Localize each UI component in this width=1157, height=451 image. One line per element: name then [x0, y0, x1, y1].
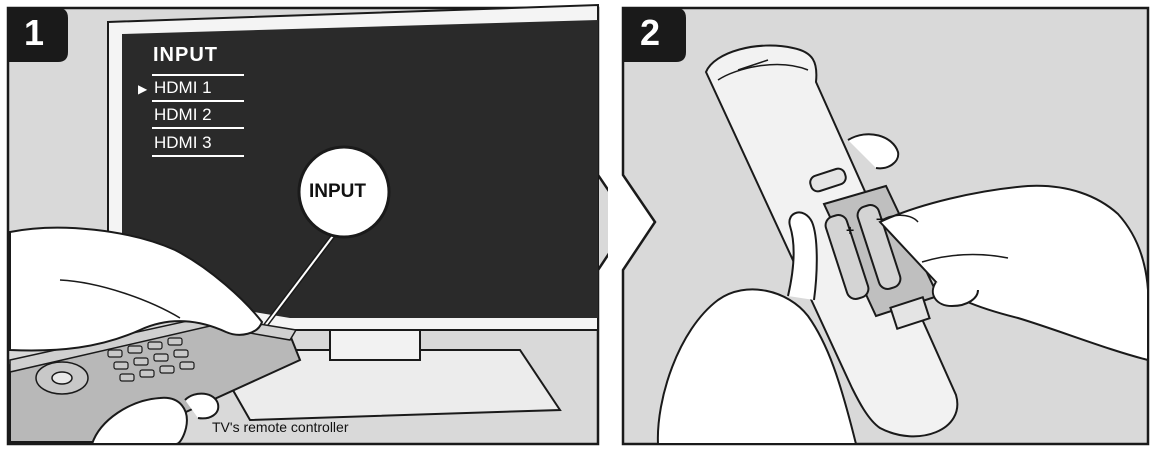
step-2-panel: 2 + − [618, 0, 1157, 451]
battery-minus-mark: − [876, 211, 884, 227]
battery-plus-mark: + [846, 222, 854, 238]
input-menu-title: INPUT [153, 44, 218, 67]
menu-item-hdmi2[interactable]: HDMI 2 [154, 105, 212, 125]
step-number-2: 2 [640, 15, 660, 51]
menu-cursor-icon: ▶ [138, 82, 147, 96]
menu-item-hdmi3[interactable]: HDMI 3 [154, 133, 212, 153]
tv-remote-caption: TV's remote controller [212, 419, 349, 435]
tv-input-selection-illustration [0, 0, 608, 451]
input-button-label: INPUT [309, 181, 366, 203]
step-1-panel: 1 INPUT ▶ HDMI 1 HDMI 2 HDMI 3 INPUT TV'… [0, 0, 608, 451]
menu-item-hdmi1[interactable]: HDMI 1 [154, 78, 212, 98]
battery-insertion-illustration [618, 0, 1157, 451]
step-number-1: 1 [24, 15, 44, 51]
